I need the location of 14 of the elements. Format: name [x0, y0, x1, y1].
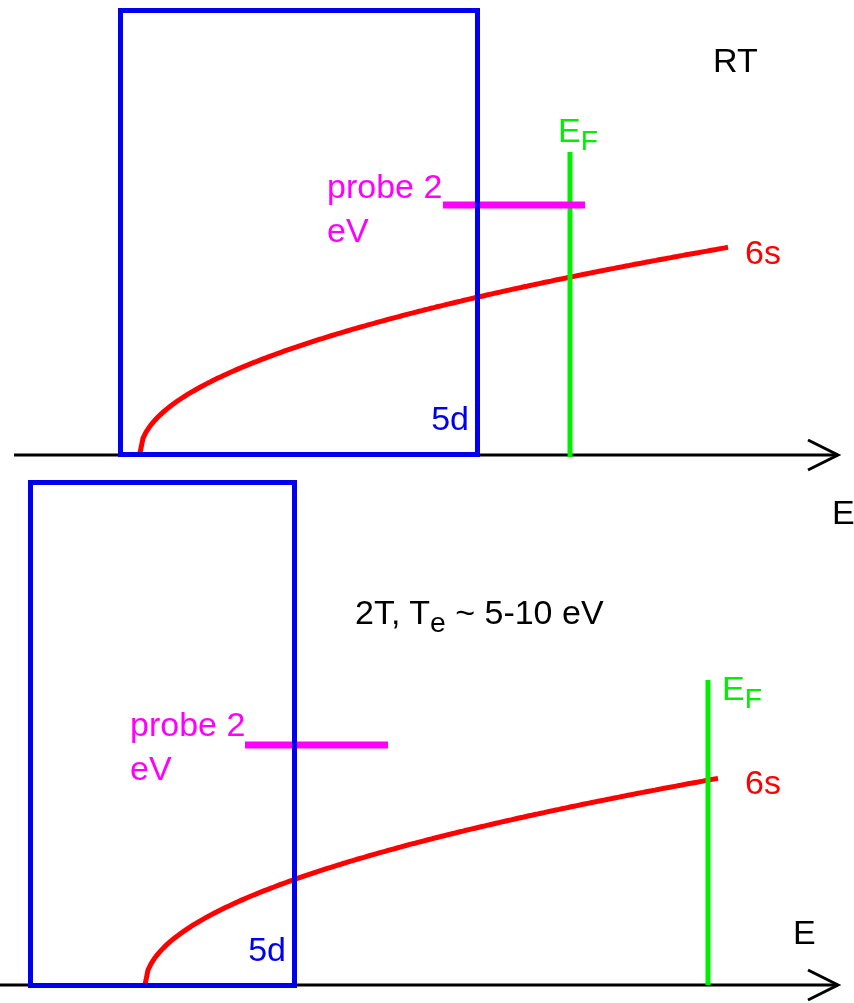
fermi-level-label: E$_{F}$ [722, 668, 762, 716]
probe-label: probe 2 eV [130, 704, 247, 789]
band-label: 6s [745, 762, 781, 803]
probe-label: probe 2 eV [327, 166, 444, 251]
fermi-level-label: E$_{F}$ [558, 110, 598, 158]
panel-label: 2T, T$_{e}$ ~ 5-10 eV [355, 592, 604, 640]
band-box [118, 8, 480, 457]
axis-label: E [793, 912, 816, 953]
band-label: 5d [248, 930, 286, 969]
band-label: 6s [745, 232, 781, 273]
band-label: 5d [431, 399, 469, 438]
panel-label: RT [713, 40, 758, 81]
band-box [28, 480, 297, 988]
axis-label: E [832, 492, 854, 533]
